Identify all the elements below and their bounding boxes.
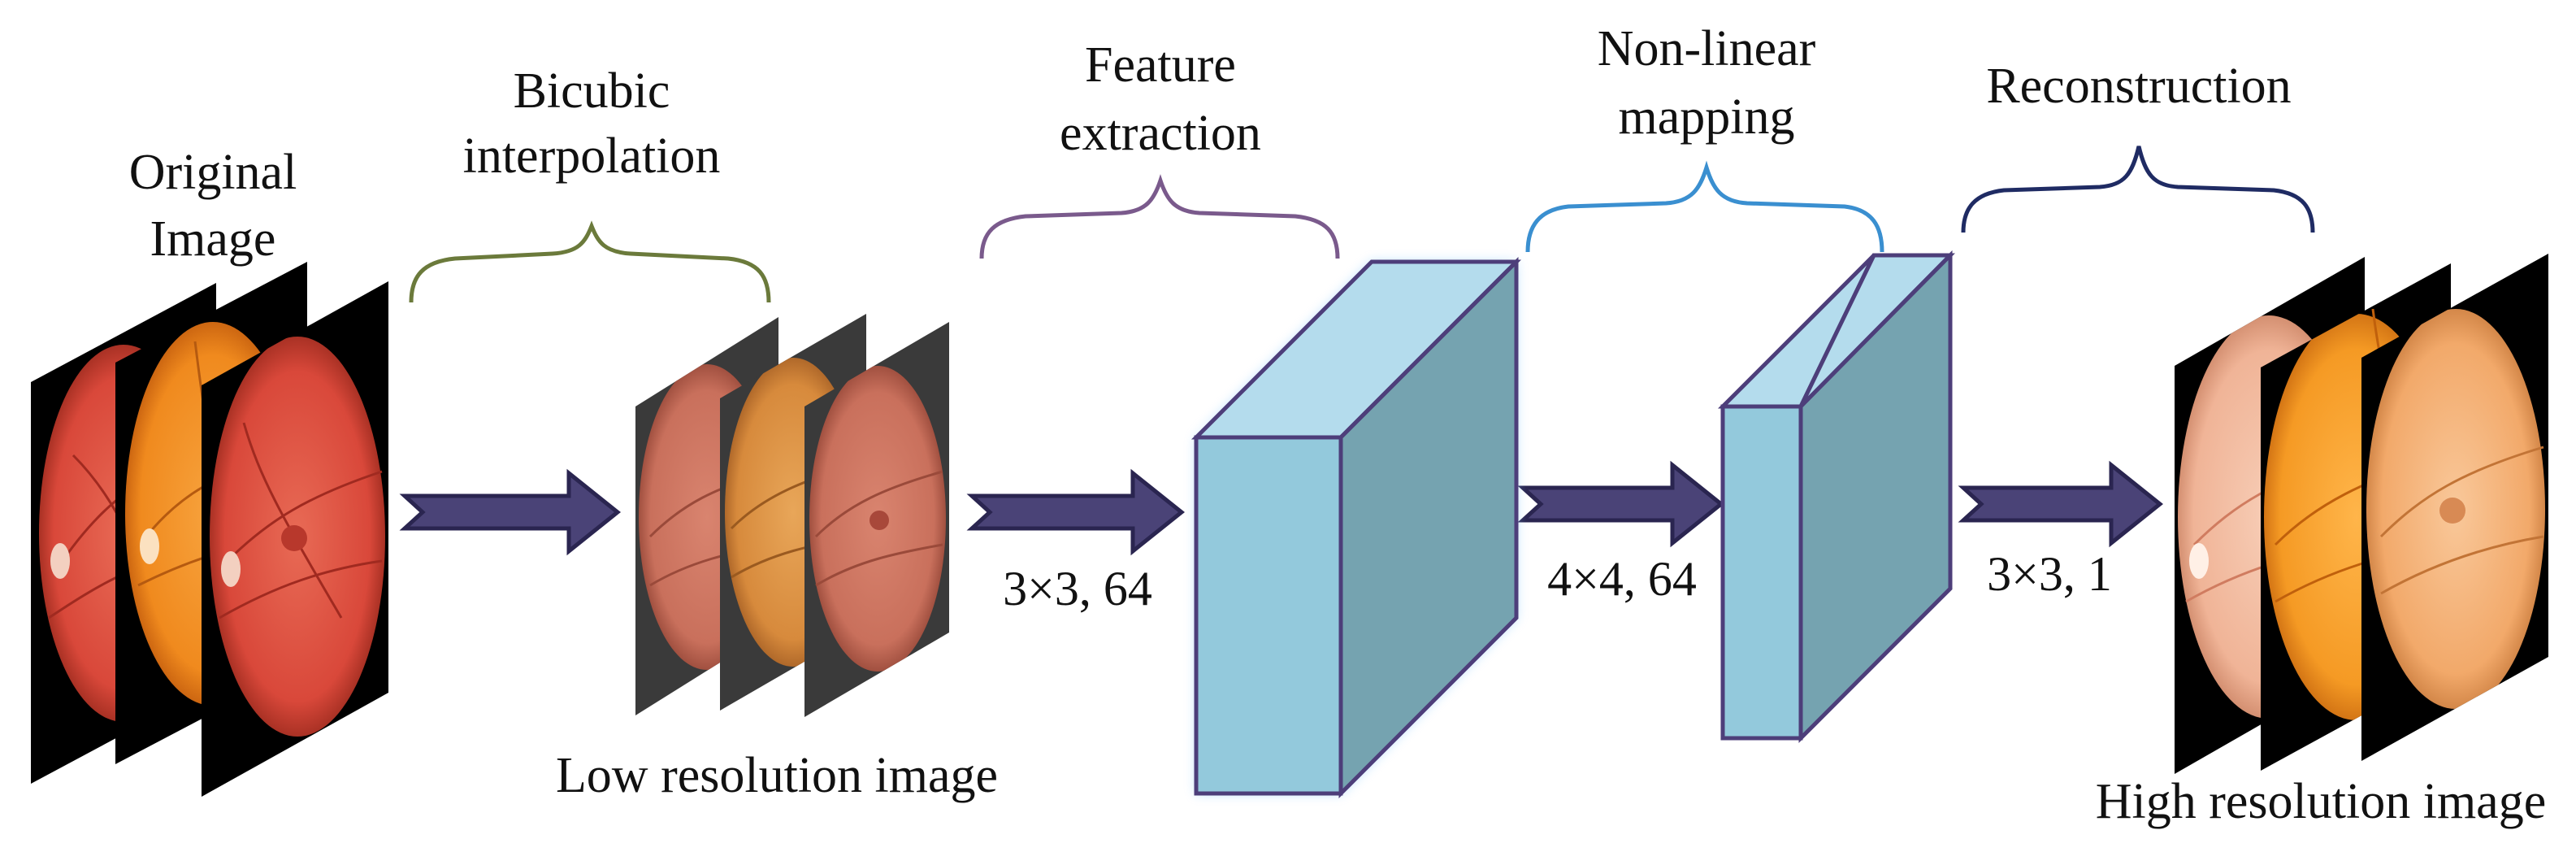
- brace-reconstruction: [1961, 146, 2315, 233]
- feature-label-line1: Feature: [1085, 37, 1236, 93]
- brace-bicubic: [409, 220, 771, 303]
- low-resolution-stack: [635, 314, 949, 717]
- original-image-label-line2: Image: [150, 211, 276, 267]
- high-resolution-stack: [2175, 254, 2548, 774]
- conv-block-feature-extraction: [1190, 256, 1522, 799]
- original-image-label-line1: Original: [129, 145, 297, 200]
- bicubic-label-line1: Bicubic: [514, 63, 670, 119]
- conv2-params-label: 4×4, 64: [1547, 552, 1697, 606]
- conv-block-nonlinear-mapping: [1717, 250, 1955, 744]
- high-resolution-label: High resolution image: [2096, 774, 2546, 829]
- nonlinear-label-line2: mapping: [1619, 89, 1795, 145]
- arrow-feature: [966, 468, 1186, 556]
- feature-label-line2: extraction: [1060, 106, 1261, 161]
- original-slice-3: [202, 281, 388, 797]
- brace-nonlinear-mapping: [1525, 160, 1884, 253]
- arrow-bicubic: [399, 468, 622, 556]
- conv1-front-face: [1194, 435, 1343, 796]
- conv2-front-face: [1720, 404, 1803, 741]
- high-res-slice-3: [2361, 254, 2548, 761]
- nonlinear-label-line1: Non-linear: [1598, 21, 1816, 76]
- arrow-reconstruction: [1958, 460, 2164, 548]
- arrow-mapping: [1517, 460, 1725, 548]
- reconstruction-label: Reconstruction: [1986, 59, 2291, 114]
- bicubic-label-line2: interpolation: [463, 128, 721, 184]
- conv3-params-label: 3×3, 1: [1987, 547, 2112, 601]
- original-image-stack: [31, 262, 388, 797]
- low-res-slice-3: [804, 322, 949, 717]
- conv1-params-label: 3×3, 64: [1003, 562, 1152, 615]
- brace-feature-extraction: [979, 174, 1340, 259]
- low-resolution-label: Low resolution image: [556, 748, 998, 803]
